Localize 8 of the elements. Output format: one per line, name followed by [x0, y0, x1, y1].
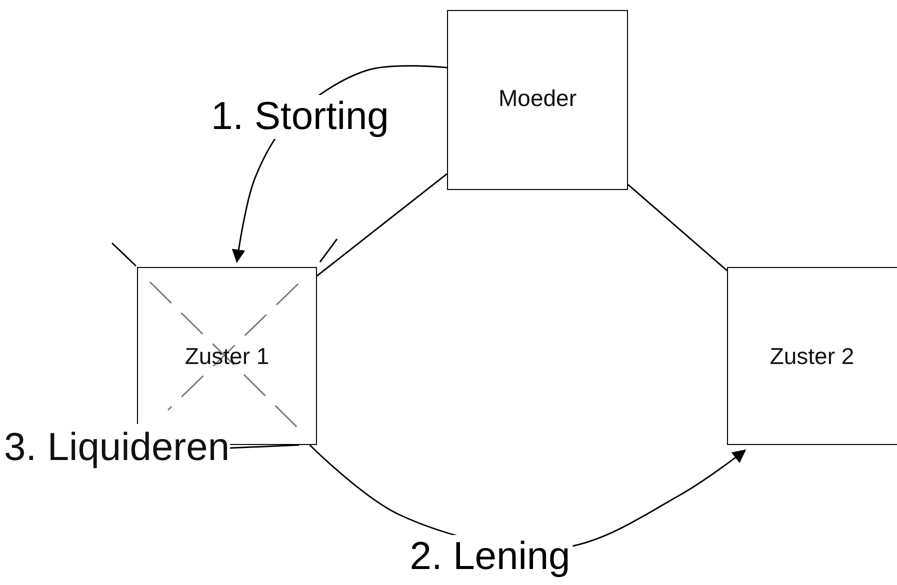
connector-line — [230, 444, 300, 449]
entity-box — [447, 10, 628, 190]
connector-line — [316, 173, 448, 276]
step-label: 3. Liquideren — [4, 426, 230, 470]
entity-box — [727, 267, 897, 445]
entity-name: Moeder — [498, 85, 576, 112]
connector-line — [628, 184, 728, 272]
entity-name: Zuster 2 — [770, 342, 854, 370]
